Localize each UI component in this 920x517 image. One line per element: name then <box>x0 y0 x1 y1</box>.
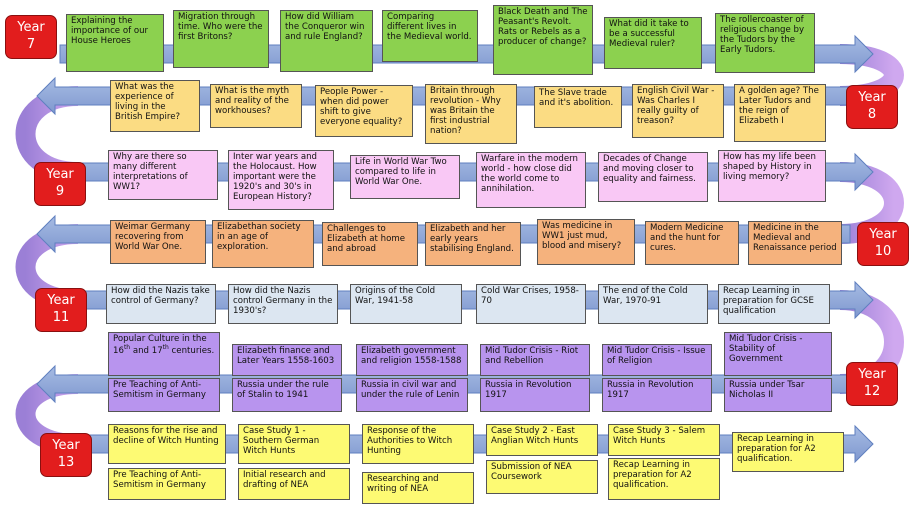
topic-card: Origins of the Cold War, 1941-58 <box>350 284 462 324</box>
topic-card: Case Study 2 - East Anglian Witch Hunts <box>486 424 598 456</box>
topic-card: What did it take to be a successful Medi… <box>604 17 702 69</box>
topic-card: Recap Learning in preparation for A2 qua… <box>608 458 720 500</box>
topic-card: The rollercoaster of religious change by… <box>715 13 815 73</box>
topic-text: centuries. <box>168 345 215 356</box>
topic-card: Britain through revolution - Why was Bri… <box>425 84 517 144</box>
topic-card: Russia in Revolution 1917 <box>602 378 712 412</box>
topic-card: Mid Tudor Crisis - Stability of Governme… <box>724 332 832 376</box>
topic-card: Russia in civil war and under the rule o… <box>356 378 468 412</box>
topic-card: Case Study 1 - Southern German Witch Hun… <box>238 424 350 464</box>
topic-card: Challenges to Elizabeth at home and abro… <box>322 222 418 266</box>
topic-card: Recap Learning in preparation for GCSE q… <box>718 284 830 324</box>
topic-card: Russia under Tsar Nicholas II <box>724 378 832 412</box>
topic-card: Pre Teaching of Anti-Semitism in Germany <box>108 378 220 412</box>
topic-card: Migration through time. Who were the fir… <box>173 10 269 68</box>
topic-card: What was the experience of living in the… <box>110 80 200 132</box>
topic-card: What is the myth and reality of the work… <box>210 84 302 128</box>
topic-card: Cold War Crises, 1958-70 <box>476 284 586 324</box>
topic-card: Submission of NEA Coursework <box>486 460 598 494</box>
topic-card: English Civil War - Was Charles I really… <box>632 84 724 138</box>
topic-card: Popular Culture in the 16th and 17th cen… <box>108 332 220 376</box>
topic-card: Warfare in the modern world - how close … <box>476 152 586 208</box>
topic-card: Pre Teaching of Anti-Semitism in Germany <box>108 468 226 500</box>
topic-card: Modern Medicine and the hunt for cures. <box>645 221 739 265</box>
topic-text: and 17 <box>130 345 163 356</box>
topic-card: The Slave trade and it's abolition. <box>534 86 622 128</box>
topic-card: Decades of Change and moving closer to e… <box>598 152 708 202</box>
topic-card: How did the Nazis take control of German… <box>106 284 216 324</box>
topic-card: Mid Tudor Crisis - Issue of Religion <box>602 344 712 376</box>
topic-card: Black Death and The Peasant's Revolt. Ra… <box>493 5 593 75</box>
topic-card: Why are there so many different interpre… <box>108 150 218 200</box>
topic-card: Was medicine in WW1 just mud, blood and … <box>537 219 635 265</box>
topic-card: Weimar Germany recovering from World War… <box>110 220 206 264</box>
topic-text: Popular Culture in the 16 <box>113 334 207 356</box>
topic-card: Response of the Authorities to Witch Hun… <box>362 424 474 464</box>
topic-card: Case Study 3 - Salem Witch Hunts <box>608 424 720 456</box>
topic-card: Elizabethan society in an age of explora… <box>212 220 314 268</box>
topic-card: Elizabeth government and religion 1558-1… <box>356 344 468 376</box>
topic-card: Reasons for the rise and decline of Witc… <box>108 424 226 464</box>
topic-card: People Power - when did power shift to g… <box>315 85 413 137</box>
topic-card: How did the Nazis control Germany in the… <box>228 284 338 324</box>
topic-card: Russia in Revolution 1917 <box>480 378 590 412</box>
topic-card: How did William the Conqueror win and ru… <box>280 10 373 72</box>
topic-card: Elizabeth and her early years stabilisin… <box>425 222 521 266</box>
topic-card: Life in World War Two compared to life i… <box>350 155 460 199</box>
topic-card: Inter war years and the Holocaust. How i… <box>228 150 334 210</box>
topic-card: The end of the Cold War, 1970-91 <box>598 284 708 324</box>
topic-card: Medicine in the Medieval and Renaissance… <box>748 221 842 265</box>
topic-card: Mid Tudor Crisis - Riot and Rebellion <box>480 344 590 376</box>
topic-card: Explaining the importance of our House H… <box>66 14 164 72</box>
topic-card: A golden age? The Later Tudors and the r… <box>734 84 826 142</box>
topic-card: Initial research and drafting of NEA <box>238 468 350 500</box>
topic-card: Elizabeth finance and Later Years 1558-1… <box>232 344 342 376</box>
topic-sup: th <box>123 343 131 351</box>
topic-card: Researching and writing of NEA <box>362 472 474 504</box>
topic-card: Recap Learning in preparation for A2 qua… <box>732 432 844 472</box>
topic-card: How has my life been shaped by History i… <box>718 150 826 202</box>
topic-card: Russia under the rule of Stalin to 1941 <box>232 378 342 412</box>
topic-card: Comparing different lives in the Medieva… <box>382 10 478 62</box>
topic-sup: th <box>162 343 169 351</box>
